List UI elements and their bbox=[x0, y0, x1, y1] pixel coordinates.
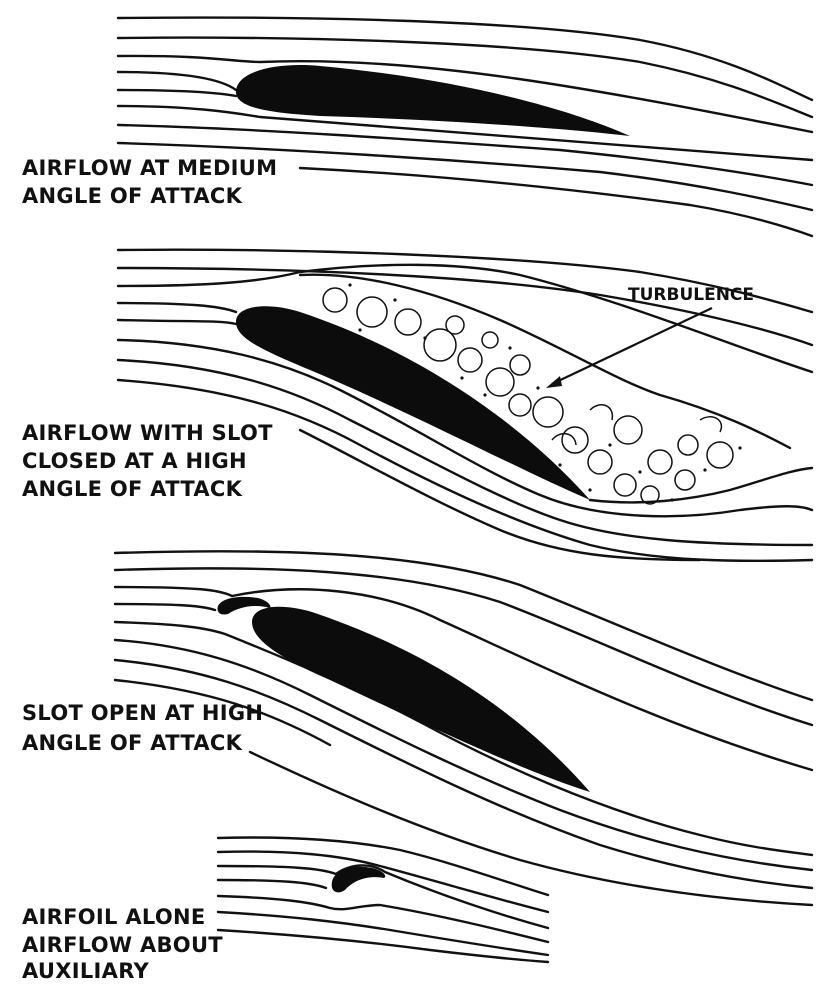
panel-slot-open: SLOT OPEN AT HIGH ANGLE OF ATTACK bbox=[22, 551, 812, 905]
turbulence-arrowhead bbox=[546, 376, 562, 388]
streamlines-panel-4 bbox=[218, 838, 548, 963]
caption-panel-3: SLOT OPEN AT HIGH ANGLE OF ATTACK bbox=[22, 701, 271, 755]
turbulence-callout: TURBULENCE bbox=[546, 285, 754, 388]
caption-panel-4: AIRFOIL ALONE AIRFLOW ABOUT AUXILIARY bbox=[22, 905, 231, 983]
airfoil-panel-1 bbox=[236, 65, 630, 136]
panel-slot-closed: TURBULENCE AIRFLOW WITH SLOT CLOSED AT A… bbox=[22, 250, 812, 561]
panel-medium-angle: AIRFLOW AT MEDIUM ANGLE OF ATTACK bbox=[22, 18, 812, 236]
airfoil-panel-3 bbox=[252, 607, 590, 792]
turbulence-label: TURBULENCE bbox=[628, 285, 754, 305]
turbulence-leader-line bbox=[552, 308, 712, 384]
caption-panel-1: AIRFLOW AT MEDIUM ANGLE OF ATTACK bbox=[22, 156, 285, 208]
airfoil-panel-2 bbox=[236, 306, 590, 500]
caption-panel-2: AIRFLOW WITH SLOT CLOSED AT A HIGH ANGLE… bbox=[22, 421, 280, 501]
panel-auxiliary-airfoil: AIRFOIL ALONE AIRFLOW ABOUT AUXILIARY bbox=[22, 838, 548, 984]
